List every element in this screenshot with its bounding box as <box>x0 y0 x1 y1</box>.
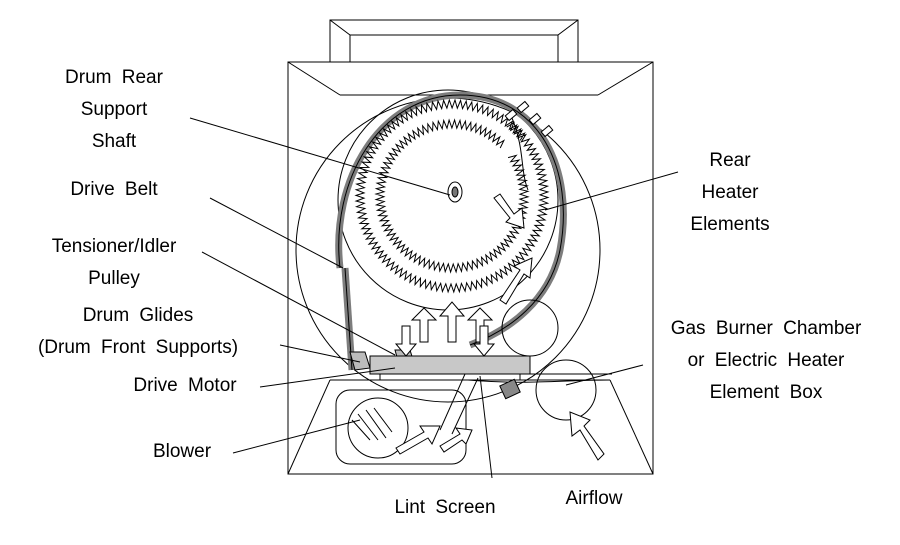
label-rear-heater-elements: Rear Heater Elements <box>690 150 770 235</box>
burner-chamber <box>501 299 597 421</box>
leader-lint <box>479 375 493 479</box>
leader-drive-motor <box>259 367 396 388</box>
label-lint-screen: Lint Screen <box>394 497 496 518</box>
label-drum-glides: Drum Glides (Drum Front Supports) <box>37 305 239 358</box>
leader-rear-heater <box>544 171 679 211</box>
label-drive-motor: Drive Motor <box>133 375 237 396</box>
label-tensioner-idler-pulley: Tensioner/Idler Pulley <box>51 236 177 289</box>
drive-motor-body <box>369 355 531 381</box>
airflow-arrows <box>394 193 605 461</box>
leader-blower <box>232 419 361 454</box>
support-shaft <box>447 181 463 203</box>
cabinet-top <box>329 19 579 63</box>
label-drum-rear-support-shaft: Drum Rear Support Shaft <box>65 67 163 152</box>
label-gas-burner-chamber: Gas Burner Chamber or Electric Heater El… <box>670 318 862 403</box>
leader-gas-burner <box>565 364 644 386</box>
leader-tensioner <box>201 251 396 356</box>
leader-lines <box>189 117 679 479</box>
label-blower: Blower <box>152 441 212 462</box>
heater-terminals <box>504 100 554 191</box>
label-airflow: Airflow <box>565 488 623 509</box>
leader-drum-glides <box>279 344 361 363</box>
leader-drive-belt <box>209 197 344 269</box>
label-drive-belt: Drive Belt <box>70 179 158 200</box>
leader-drum-rear <box>189 117 451 196</box>
blower-housing <box>335 389 467 465</box>
